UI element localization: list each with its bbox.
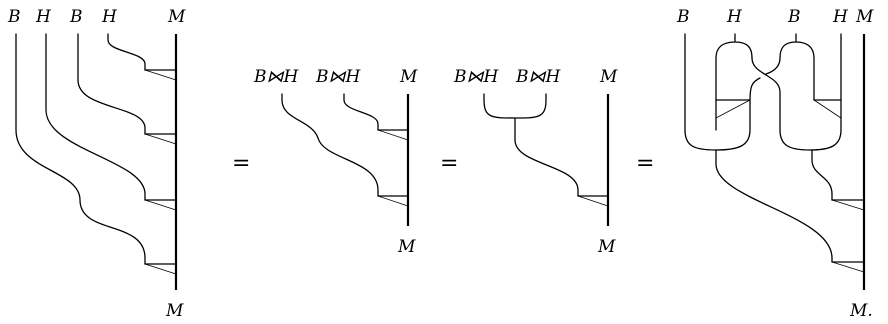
strand-b-1 [15, 33, 146, 265]
strand-product-left [715, 149, 833, 263]
multiplication-cup [483, 93, 547, 119]
label-b-2: B [69, 7, 83, 27]
multiplication-left [684, 99, 751, 151]
strand-h-2 [107, 33, 146, 71]
strand-bh-2 [343, 93, 379, 131]
coproduct-h-1 [715, 33, 753, 101]
label-h-2: H [832, 7, 849, 27]
label-bh-1: B⋈H [453, 67, 499, 87]
label-m-bottom: M [397, 237, 416, 257]
diagram-3: B⋈H B⋈H M M [453, 67, 618, 257]
action-node-1 [144, 69, 177, 81]
label-b-2: B [787, 7, 801, 27]
action-node-1 [831, 199, 865, 211]
coproduct-b-2 [779, 33, 815, 101]
crossing-strand-1 [751, 57, 781, 111]
label-h-1: H [726, 7, 743, 27]
action-node-2 [144, 133, 177, 145]
action-node-2 [831, 261, 865, 273]
action-node-inner-2 [813, 99, 842, 119]
action-node-4 [144, 263, 177, 275]
label-m-bottom: M [597, 237, 616, 257]
diagram-1: B H B H M M [7, 7, 186, 321]
strand-bh-1 [281, 93, 379, 197]
label-bh-1: B⋈H [253, 67, 299, 87]
label-m-top: M [855, 7, 874, 27]
strand-h-1 [45, 33, 146, 201]
action-node-inner-1 [715, 99, 751, 119]
multiplication-right [779, 99, 842, 151]
label-bh-2: B⋈H [315, 67, 361, 87]
action-node-1 [577, 195, 609, 207]
strand-product [514, 117, 579, 197]
action-node-2 [377, 195, 409, 207]
action-node-3 [144, 199, 177, 211]
label-h-1: H [35, 7, 52, 27]
label-b-1: B [7, 7, 21, 27]
action-node-1 [377, 129, 409, 141]
strand-product-right [811, 149, 833, 201]
label-m-top: M [599, 67, 618, 87]
equals-sign-2: = [440, 151, 458, 176]
equals-sign-1: = [232, 151, 250, 176]
strand-b-2 [77, 33, 146, 135]
equals-sign-3: = [636, 151, 654, 176]
label-m-bottom: M [165, 301, 184, 321]
label-bh-2: B⋈H [515, 67, 561, 87]
label-h-2: H [101, 7, 118, 27]
diagram-2: B⋈H B⋈H M M [253, 67, 418, 257]
label-m-top: M [399, 67, 418, 87]
diagram-4: B H B H M [676, 7, 874, 321]
label-b-1: B [676, 7, 690, 27]
crossing-strand-2 [749, 57, 781, 101]
label-m-top: M [167, 7, 186, 27]
label-m-bottom: M. [849, 301, 873, 321]
